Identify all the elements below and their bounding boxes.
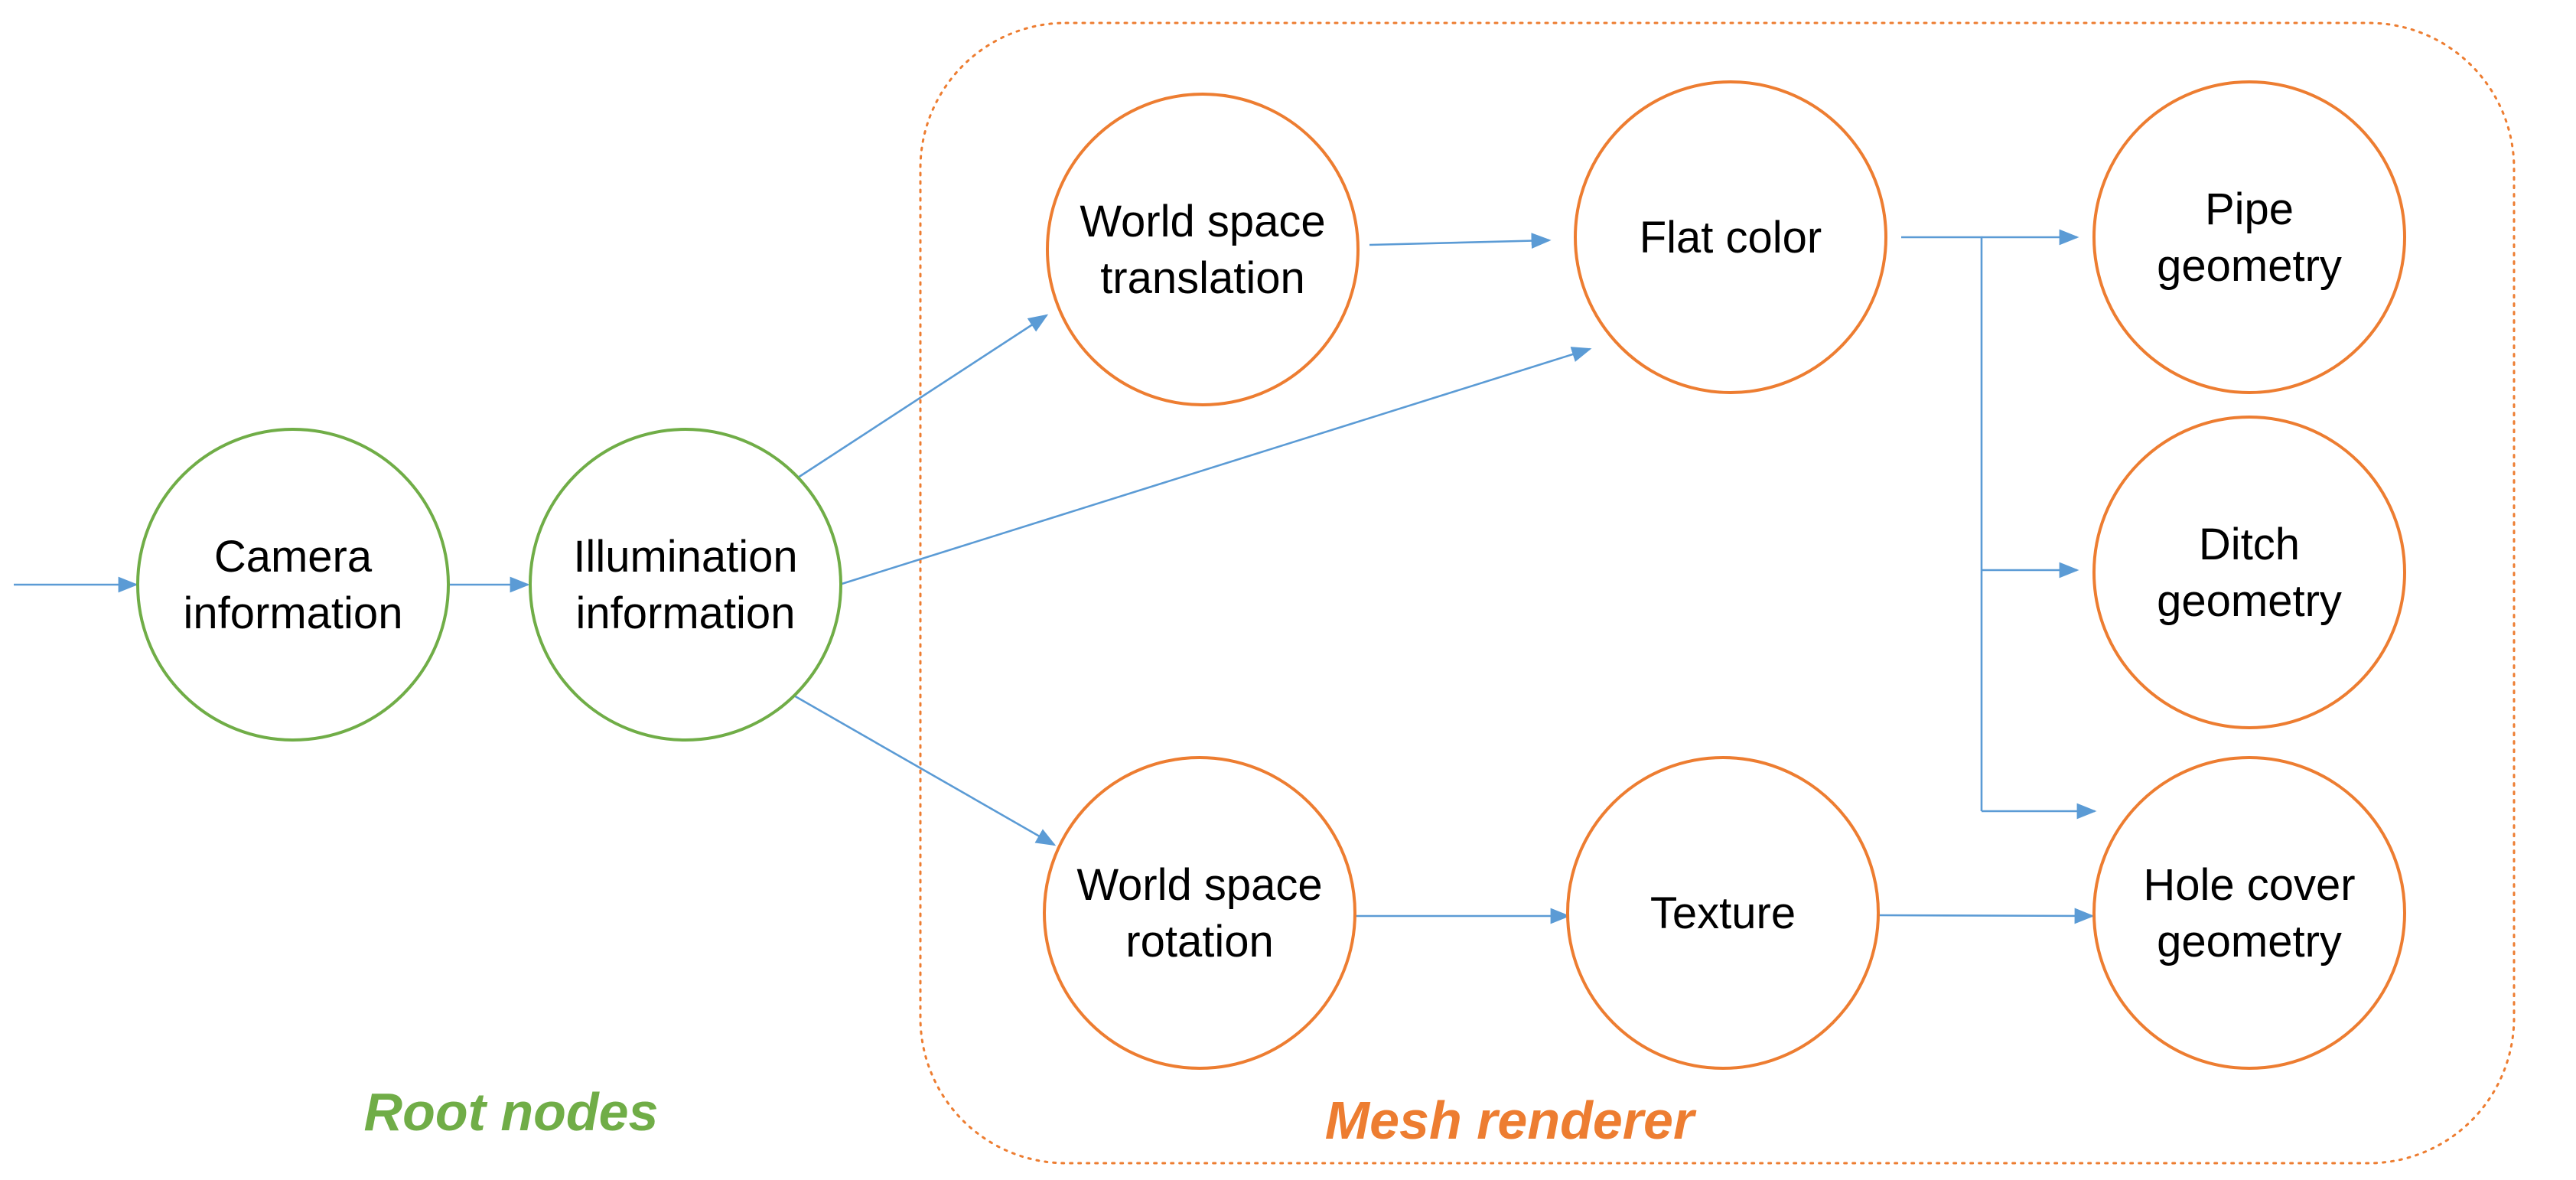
- node-label-line: rotation: [1125, 917, 1273, 966]
- node-circle: [2092, 80, 2406, 394]
- node-pipe-geometry[interactable]: Pipe geometry: [2092, 80, 2406, 394]
- node-ditch-geometry[interactable]: Ditch geometry: [2092, 416, 2406, 729]
- node-label-line: information: [184, 588, 403, 638]
- node-label-line: Hole cover: [2143, 860, 2355, 910]
- node-circle: [2092, 756, 2406, 1070]
- node-label-line: Ditch: [2199, 520, 2300, 569]
- node-label-world-space-translation: World space translation: [1080, 197, 1325, 303]
- node-label-line: information: [576, 588, 796, 638]
- edges-layer: [14, 229, 2097, 924]
- node-label-line: geometry: [2157, 576, 2342, 626]
- node-label-line: Camera: [214, 532, 373, 582]
- node-circle: [1046, 93, 1360, 406]
- node-circle: [2092, 416, 2406, 729]
- node-illumination-information[interactable]: Illumination information: [529, 428, 842, 742]
- node-label-line: geometry: [2157, 241, 2342, 291]
- mesh-renderer-label: Mesh renderer: [1325, 1090, 1697, 1150]
- node-label-ditch-geometry: Ditch geometry: [2157, 520, 2342, 626]
- node-circle: [136, 428, 450, 742]
- node-flat-color[interactable]: Flat color: [1574, 80, 1887, 394]
- node-texture[interactable]: Texture: [1566, 756, 1880, 1070]
- node-label-pipe-geometry: Pipe geometry: [2157, 184, 2342, 291]
- node-hole-cover-geometry[interactable]: Hole cover geometry: [2092, 756, 2406, 1070]
- node-label-camera-information: Camera information: [184, 532, 403, 638]
- node-label-line: Flat color: [1640, 213, 1822, 262]
- node-label-hole-cover-geometry: Hole cover geometry: [2143, 860, 2355, 966]
- node-world-space-translation[interactable]: World space translation: [1046, 93, 1360, 406]
- node-world-space-rotation[interactable]: World space rotation: [1043, 756, 1356, 1070]
- node-label-line: Pipe: [2205, 184, 2294, 234]
- edge-texture-to-hole-cover: [1878, 908, 2095, 924]
- nodes-layer: Camera information Illumination informatio…: [136, 80, 2406, 1070]
- node-label-line: translation: [1100, 253, 1305, 303]
- node-camera-information[interactable]: Camera information: [136, 428, 450, 742]
- node-label-line: Texture: [1650, 888, 1796, 938]
- node-label-texture: Texture: [1650, 888, 1796, 938]
- node-circle: [1566, 756, 1880, 1070]
- node-label-illumination-information: Illumination information: [573, 532, 797, 638]
- node-circle: [1574, 80, 1887, 394]
- node-label-line: Illumination: [573, 532, 797, 582]
- edge-flat-color-trunk: [1901, 236, 1983, 811]
- edge-illumination-to-world-translation: [795, 314, 1049, 481]
- node-label-world-space-rotation: World space rotation: [1076, 860, 1322, 966]
- root-nodes-label: Root nodes: [364, 1082, 659, 1142]
- node-label-line: World space: [1080, 197, 1325, 246]
- node-label-flat-color: Flat color: [1640, 213, 1822, 262]
- node-label-line: World space: [1076, 860, 1322, 910]
- edge-illumination-to-world-rotation: [792, 693, 1057, 846]
- node-circle: [1043, 756, 1356, 1070]
- edge-world-translation-to-flat-color: [1369, 233, 1552, 249]
- node-label-line: geometry: [2157, 917, 2342, 966]
- node-circle: [529, 428, 842, 742]
- mesh-renderer-group-boundary: [919, 21, 2516, 1165]
- edge-illumination-to-flat-color: [839, 347, 1592, 586]
